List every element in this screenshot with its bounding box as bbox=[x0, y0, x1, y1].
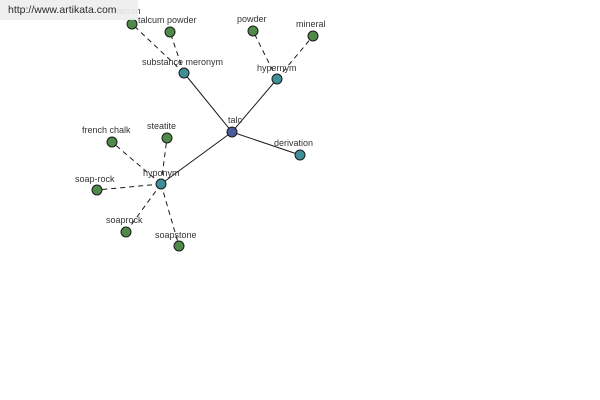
relation-hyponym-node[interactable] bbox=[155, 178, 167, 190]
term-mineral-label[interactable]: mineral bbox=[296, 19, 326, 29]
edge-hypernym-mineral bbox=[276, 35, 314, 80]
root-talc-node[interactable] bbox=[226, 126, 238, 138]
edge-hyponym-soap-rock bbox=[96, 183, 162, 191]
edge-substance-meronym-talcum bbox=[131, 23, 185, 74]
edge-hyponym-french-chalk bbox=[111, 141, 162, 185]
relation-hypernym-label[interactable]: hypernym bbox=[257, 63, 297, 73]
term-soap-rock-node[interactable] bbox=[91, 184, 103, 196]
term-talcum-powder-label[interactable]: talcum powder bbox=[138, 15, 197, 25]
term-steatite-node[interactable] bbox=[161, 132, 173, 144]
edge-talc-substance-meronym bbox=[183, 72, 233, 133]
relation-hypernym-node[interactable] bbox=[271, 73, 283, 85]
relation-derivation-node[interactable] bbox=[294, 149, 306, 161]
term-soap-rock-label[interactable]: soap-rock bbox=[75, 174, 115, 184]
term-powder-label[interactable]: powder bbox=[237, 14, 267, 24]
relation-substance-meronym-node[interactable] bbox=[178, 67, 190, 79]
root-talc-label[interactable]: talc bbox=[228, 115, 243, 125]
term-powder-node[interactable] bbox=[247, 25, 259, 37]
relation-derivation-label[interactable]: derivation bbox=[274, 138, 313, 148]
graph-edges bbox=[96, 23, 314, 247]
term-talcum-powder-node[interactable] bbox=[164, 26, 176, 38]
term-talcum-node[interactable] bbox=[126, 18, 138, 30]
edge-hyponym-soapstone bbox=[160, 183, 180, 247]
graph-nodes bbox=[91, 18, 319, 252]
term-french-chalk-label[interactable]: french chalk bbox=[82, 125, 131, 135]
edge-talc-hyponym bbox=[160, 131, 233, 185]
site-watermark[interactable]: http://www.artikata.com bbox=[0, 0, 138, 20]
term-soaprock-label[interactable]: soaprock bbox=[106, 215, 143, 225]
edge-hyponym-soaprock bbox=[125, 183, 162, 233]
term-french-chalk-node[interactable] bbox=[106, 136, 118, 148]
edge-substance-meronym-talcum-powder bbox=[169, 31, 185, 74]
term-steatite-label[interactable]: steatite bbox=[147, 121, 176, 131]
edge-talc-derivation bbox=[231, 131, 301, 156]
edge-hyponym-steatite bbox=[160, 137, 168, 185]
relation-hyponym-label[interactable]: hyponym bbox=[143, 168, 180, 178]
term-soaprock-node[interactable] bbox=[120, 226, 132, 238]
edge-talc-hypernym bbox=[231, 78, 278, 133]
term-soapstone-node[interactable] bbox=[173, 240, 185, 252]
term-soapstone-label[interactable]: soapstone bbox=[155, 230, 197, 240]
relation-substance-meronym-label[interactable]: substance meronym bbox=[142, 57, 223, 67]
term-mineral-node[interactable] bbox=[307, 30, 319, 42]
